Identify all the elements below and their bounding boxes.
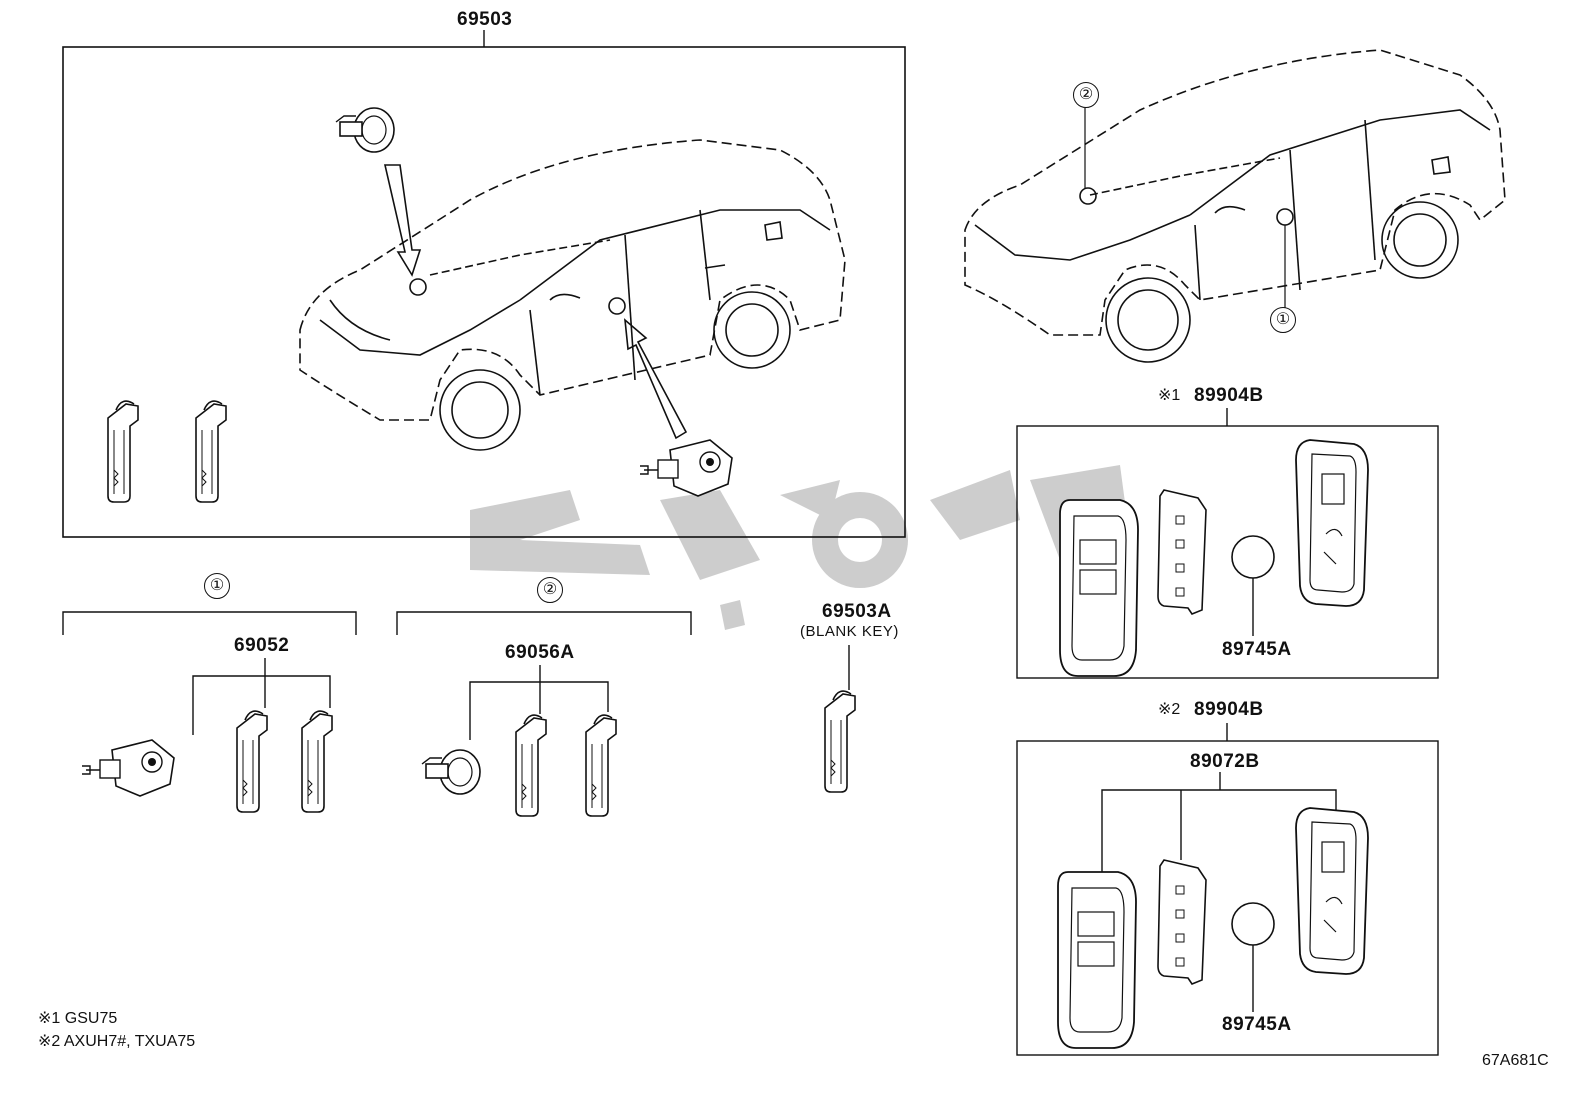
key-kit-2-b: [585, 714, 617, 817]
ref-marker-two-car: ②: [1073, 82, 1099, 108]
fob-1-back-case: [1295, 439, 1369, 607]
door-lock-cylinder-main: [335, 107, 395, 153]
blank-key: [824, 690, 856, 793]
fob-2-sub-part-number: 89072B: [1190, 751, 1260, 772]
main-assembly-part-number: 69503: [457, 9, 513, 30]
vehicle-illustration-main: [299, 139, 846, 451]
fob-2-variant-mark: ※2: [1158, 701, 1181, 718]
footnote-2-text: AXUH7#, TXUA75: [63, 1033, 196, 1050]
diagram-id: 67A681C: [1482, 1052, 1549, 1069]
door-lock-cylinder-kit-2: [421, 749, 481, 795]
fob-1-frame: [1016, 408, 1439, 679]
key-kit-1-a: [236, 710, 268, 813]
vehicle-illustration-reference: [964, 49, 1506, 363]
kit-2-bracket: [396, 611, 692, 740]
ref-marker-one-car: ①: [1270, 307, 1296, 333]
key-main-2: [195, 400, 227, 503]
ignition-switch-main: [639, 439, 733, 497]
kit-1-part-number: 69052: [234, 635, 290, 656]
main-assembly-frame: [62, 30, 906, 538]
fob-1-circuit-board: [1157, 489, 1207, 615]
fob-1-variant-mark: ※1: [1158, 387, 1181, 404]
key-kit-2-a: [515, 714, 547, 817]
kit-2-part-number: 69056A: [505, 642, 575, 663]
fob-1-part-number: 89904B: [1194, 385, 1264, 406]
footnote-1-mark: ※1: [38, 1010, 61, 1027]
arrow-to-hood-lock: [383, 164, 422, 277]
fob-2-frame: [1016, 723, 1439, 1056]
kit-1-bracket: [62, 611, 357, 735]
fob-2-front-case: [1057, 871, 1137, 1049]
fob-2-circuit-board: [1157, 859, 1207, 985]
kit-2-marker: ②: [537, 577, 563, 603]
footnote-1-text: GSU75: [64, 1010, 118, 1027]
footnote-2: ※2 AXUH7#, TXUA75: [38, 1034, 195, 1050]
fob-2-battery: [1231, 902, 1275, 946]
fob-2-battery-part-number: 89745A: [1222, 1014, 1292, 1035]
key-main-1: [107, 400, 139, 503]
blank-key-part-number: 69503A: [822, 601, 892, 622]
fob-1-battery: [1231, 535, 1275, 579]
footnote-2-mark: ※2: [38, 1033, 61, 1050]
key-kit-1-b: [301, 710, 333, 813]
fob-1-front-case: [1059, 499, 1139, 677]
fob-2-part-number: 89904B: [1194, 699, 1264, 720]
kit-1-marker: ①: [204, 573, 230, 599]
footnote-1: ※1 GSU75: [38, 1011, 117, 1027]
arrow-to-door-lock: [623, 318, 688, 440]
watermark-logo: [470, 465, 1130, 630]
ignition-switch-kit-1: [81, 739, 175, 797]
blank-key-note: (BLANK KEY): [800, 623, 899, 640]
fob-1-battery-part-number: 89745A: [1222, 639, 1292, 660]
fob-2-back-case: [1295, 807, 1369, 975]
